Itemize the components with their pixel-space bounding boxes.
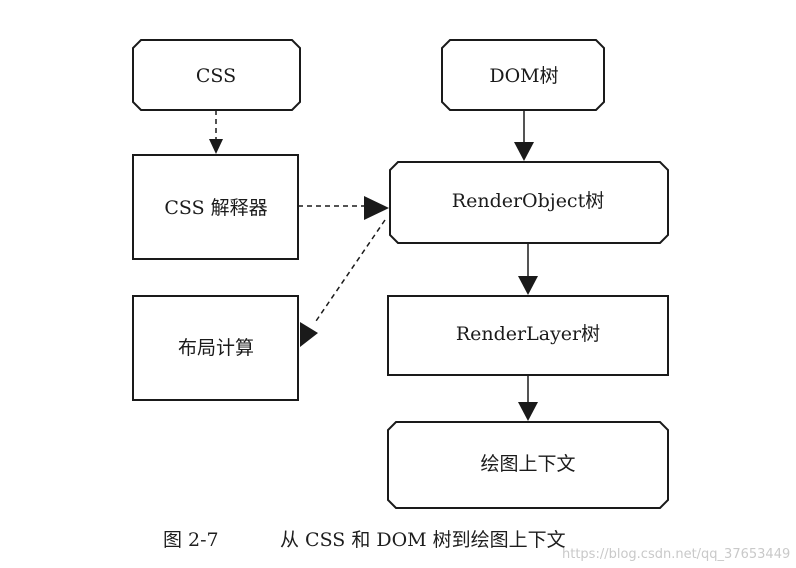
- css-box-label: CSS: [196, 65, 236, 87]
- graphics-context-box: 绘图上下文: [387, 421, 669, 509]
- dom-tree-box-label: DOM树: [489, 65, 558, 87]
- graphics-context-box-label: 绘图上下文: [480, 453, 575, 475]
- dom-tree-box: DOM树: [441, 39, 605, 111]
- arrow-render-object-to-layout: [300, 219, 386, 347]
- arrow-css-to-parser: [209, 110, 223, 154]
- arrow-parser-to-render-object: [298, 196, 389, 220]
- css-box: CSS: [132, 39, 301, 111]
- render-layer-tree-box-label: RenderLayer树: [456, 323, 600, 345]
- render-object-tree-box-label: RenderObject树: [452, 190, 604, 212]
- arrow-render-object-to-render-layer: [518, 243, 538, 295]
- arrow-render-layer-to-graphics-context: [518, 375, 538, 421]
- css-parser-box: CSS 解释器: [132, 154, 299, 260]
- layout-calc-box: 布局计算: [132, 295, 299, 401]
- watermark: https://blog.csdn.net/qq_37653449: [562, 547, 790, 562]
- layout-calc-box-label: 布局计算: [178, 337, 254, 359]
- arrow-dom-to-render-object: [514, 110, 534, 161]
- render-layer-tree-box: RenderLayer树: [387, 295, 669, 376]
- figure-caption: 从 CSS 和 DOM 树到绘图上下文: [280, 529, 566, 551]
- figure-number: 图 2-7: [163, 529, 219, 551]
- render-object-tree-box: RenderObject树: [389, 161, 669, 244]
- css-parser-box-label: CSS 解释器: [164, 197, 267, 219]
